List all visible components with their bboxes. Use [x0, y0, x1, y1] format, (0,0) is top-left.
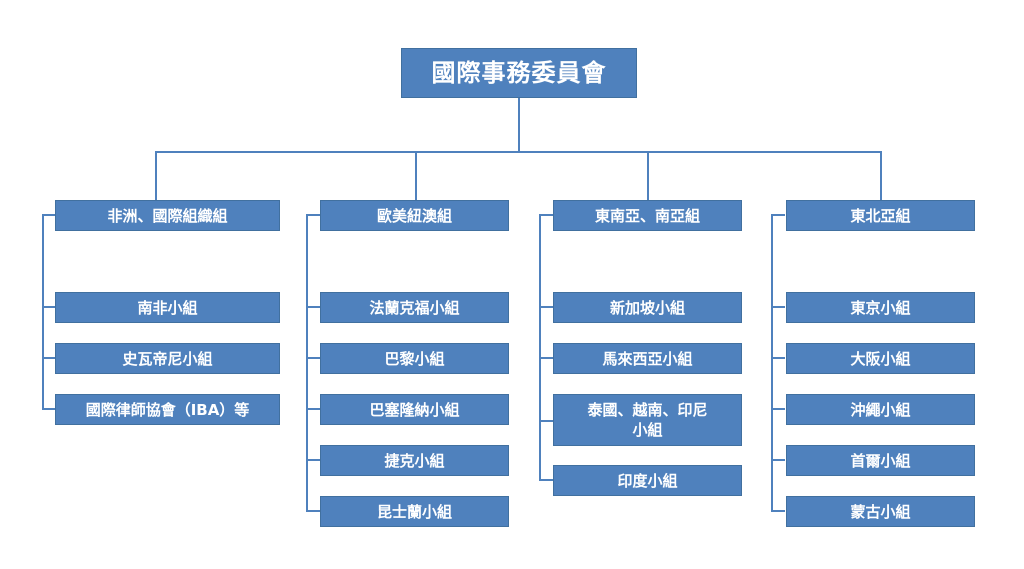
child-node: 新加坡小組	[553, 292, 742, 323]
group-node-southeast-south-asia: 東南亞、南亞組	[553, 200, 742, 231]
root-stem-line	[518, 97, 520, 152]
group-1-spine-top	[306, 214, 320, 216]
child-node: 泰國、越南、印尼小組	[553, 394, 742, 446]
group-bus-line	[155, 151, 882, 153]
group-2-drop-line	[647, 151, 649, 202]
group-0-spine	[42, 214, 44, 410]
branch-line	[42, 357, 56, 359]
branch-line	[539, 420, 553, 422]
branch-line	[771, 459, 785, 461]
branch-line	[539, 479, 553, 481]
group-3-spine	[771, 214, 773, 512]
group-2-spine-top	[539, 214, 553, 216]
group-node-northeast-asia: 東北亞組	[786, 200, 975, 231]
branch-line	[539, 357, 553, 359]
branch-line	[771, 306, 785, 308]
child-node: 沖繩小組	[786, 394, 975, 425]
branch-line	[306, 306, 320, 308]
child-node: 巴塞隆納小組	[320, 394, 509, 425]
child-node: 蒙古小組	[786, 496, 975, 527]
group-1-spine	[306, 214, 308, 512]
group-1-drop-line	[415, 151, 417, 202]
child-node: 昆士蘭小組	[320, 496, 509, 527]
child-node: 印度小組	[553, 465, 742, 496]
child-node: 史瓦帝尼小組	[55, 343, 280, 374]
branch-line	[771, 408, 785, 410]
child-node: 捷克小組	[320, 445, 509, 476]
group-node-africa-intl: 非洲、國際組織組	[55, 200, 280, 231]
branch-line	[539, 306, 553, 308]
branch-line	[42, 306, 56, 308]
branch-line	[771, 357, 785, 359]
child-node: 巴黎小組	[320, 343, 509, 374]
child-node: 大阪小組	[786, 343, 975, 374]
branch-line	[771, 510, 785, 512]
branch-line	[306, 357, 320, 359]
child-node: 東京小組	[786, 292, 975, 323]
child-node: 法蘭克福小組	[320, 292, 509, 323]
root-node: 國際事務委員會	[401, 48, 637, 98]
branch-line	[306, 408, 320, 410]
branch-line	[306, 459, 320, 461]
child-node: 國際律師協會（IBA）等	[55, 394, 280, 425]
branch-line	[42, 408, 56, 410]
group-3-drop-line	[880, 151, 882, 202]
group-0-spine-top	[42, 214, 56, 216]
child-node: 首爾小組	[786, 445, 975, 476]
group-3-spine-top	[771, 214, 785, 216]
group-2-spine	[539, 214, 541, 480]
branch-line	[306, 510, 320, 512]
child-node: 馬來西亞小組	[553, 343, 742, 374]
group-node-europe-americas-oceania: 歐美紐澳組	[320, 200, 509, 231]
child-node: 南非小組	[55, 292, 280, 323]
group-0-drop-line	[155, 151, 157, 202]
